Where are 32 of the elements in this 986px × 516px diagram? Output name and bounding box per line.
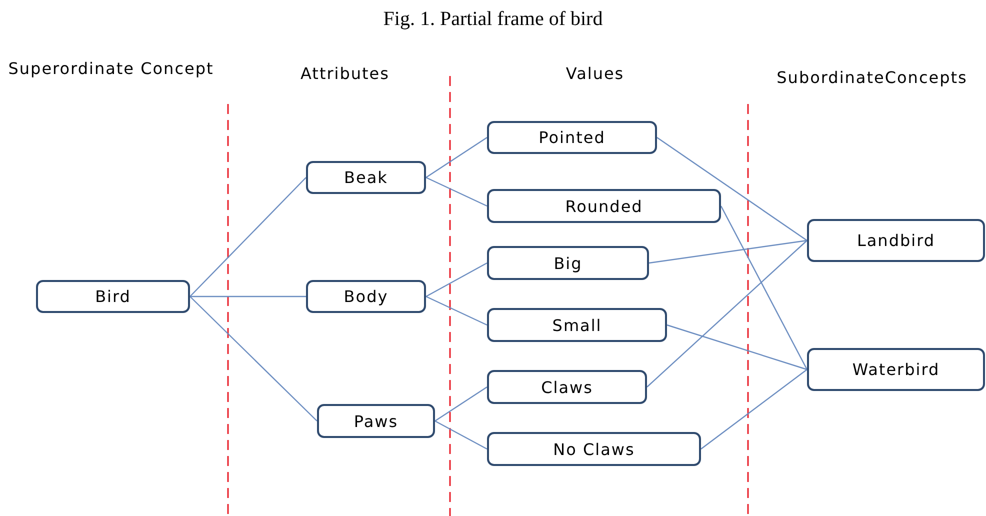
concept-box: No Claws (487, 432, 701, 466)
connector-line (426, 137, 488, 178)
concept-box: Beak (306, 161, 426, 194)
concept-box: Waterbird (807, 348, 985, 391)
connector-line (700, 369, 808, 450)
column-heading: Superordinate Concept (8, 58, 214, 79)
column-heading: Values (564, 63, 626, 84)
concept-box: Bird (36, 280, 190, 313)
connector-line (720, 206, 808, 370)
concept-box: Claws (487, 370, 647, 404)
connector-line (656, 137, 808, 241)
connector-line (190, 296, 306, 298)
connector-line (646, 240, 808, 388)
concept-box: Rounded (487, 189, 721, 223)
connector-line (666, 324, 808, 370)
connector-line (190, 177, 306, 297)
connector-line (434, 420, 488, 450)
concept-box: Big (487, 246, 649, 280)
column-heading: Attributes (300, 63, 390, 84)
connector-line (426, 176, 488, 207)
concept-box: Landbird (807, 219, 985, 262)
connector-line (648, 240, 808, 264)
concept-box: Paws (317, 404, 435, 438)
concept-box: Body (306, 280, 426, 313)
connector-line (426, 296, 488, 326)
connector-line (190, 296, 318, 422)
connector-line (434, 386, 488, 422)
column-heading: SubordinateConcepts (776, 67, 968, 88)
concept-box: Pointed (487, 121, 657, 154)
figure-title: Fig. 1. Partial frame of bird (382, 8, 604, 31)
connector-line (426, 262, 488, 298)
concept-box: Small (487, 308, 667, 342)
